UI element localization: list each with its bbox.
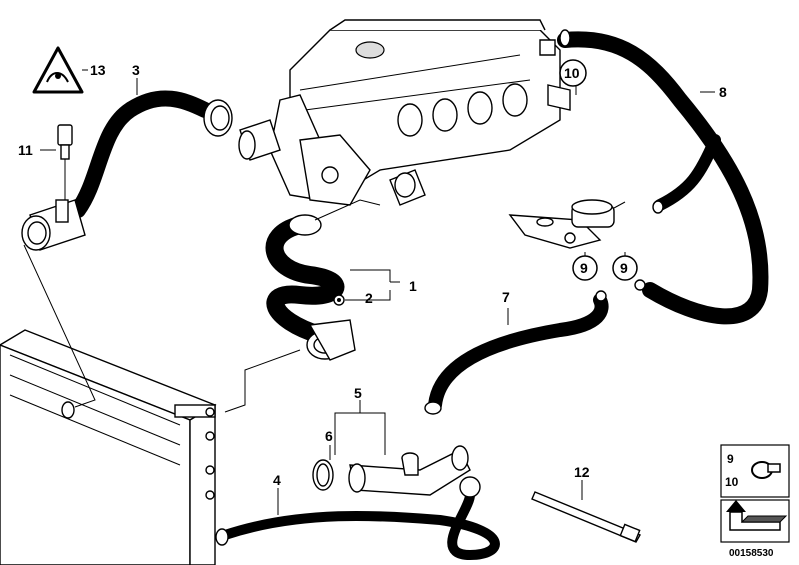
callout-3: 3 [132, 62, 140, 78]
pipe-5 [348, 445, 471, 496]
callout-7: 7 [502, 289, 510, 305]
hose-4 [215, 476, 500, 560]
callout-10-text: 10 [564, 65, 580, 81]
leader-lines [23, 78, 715, 515]
expansion-flange [508, 199, 626, 249]
callout-5: 5 [354, 385, 362, 401]
callout-13: 13 [90, 62, 106, 78]
callout-12: 12 [574, 464, 590, 480]
callout-9-right: 9 [612, 255, 638, 281]
legend-box: 9 10 [720, 444, 790, 543]
callout-6: 6 [325, 428, 333, 444]
callout-9-right-text: 9 [620, 260, 628, 276]
callout-2: 2 [365, 290, 373, 306]
hose-clamp-icon [751, 461, 781, 479]
clamp-2 [333, 294, 345, 306]
legend-number-10: 10 [725, 475, 739, 489]
hose-3 [21, 90, 233, 251]
callout-4: 4 [273, 472, 281, 488]
callout-1: 1 [409, 278, 417, 294]
return-arrow-icon [726, 500, 788, 531]
callout-9-left: 9 [572, 255, 598, 281]
callout-9-left-text: 9 [580, 260, 588, 276]
warning-triangle-icon [32, 46, 84, 94]
callout-10: 10 [559, 59, 587, 87]
hose-7 [424, 290, 609, 415]
hose-8 [557, 29, 769, 325]
callout-8: 8 [719, 84, 727, 100]
engine-cylinder-head [238, 19, 571, 206]
callout-11: 11 [18, 142, 33, 158]
temperature-sensor-11 [57, 124, 73, 200]
legend-number-9: 9 [727, 452, 734, 466]
seal-ring-6 [312, 459, 334, 491]
cable-tie-12 [531, 491, 642, 543]
diagram-id: 00158530 [729, 548, 774, 559]
radiator [0, 329, 217, 565]
hose-1 [265, 214, 356, 361]
